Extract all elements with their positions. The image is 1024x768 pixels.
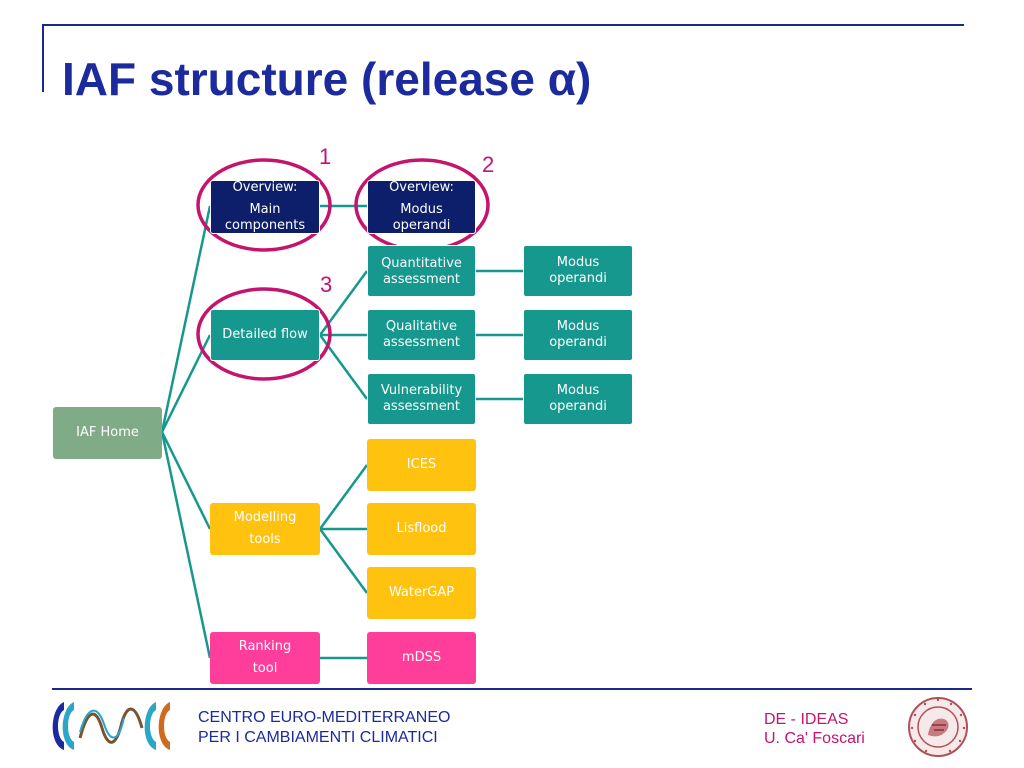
university-seal-icon bbox=[908, 697, 968, 757]
node-lisflood[interactable]: Lisflood bbox=[367, 503, 476, 555]
footer-affiliation: DE - IDEAS U. Ca' Foscari bbox=[764, 710, 865, 748]
node-ranking-line2: tool bbox=[252, 661, 278, 676]
node-modus-operandi-vulnerability[interactable]: Modus operandi bbox=[523, 373, 633, 425]
connector-home-modelling bbox=[160, 431, 212, 530]
highlight-ellipse-3 bbox=[196, 287, 332, 381]
node-overview-main-line2: Main components bbox=[224, 202, 306, 233]
node-modus-3-label: Modus operandi bbox=[549, 383, 607, 414]
annotation-2: 2 bbox=[482, 152, 495, 177]
node-lisflood-label: Lisflood bbox=[396, 521, 447, 536]
node-vulnerability-label: Vulnerability assessment bbox=[380, 383, 463, 414]
node-iaf-home-label: IAF Home bbox=[76, 425, 139, 440]
node-overview-modus-line1: Overview: bbox=[389, 180, 454, 195]
connector-modelling-watergap bbox=[318, 528, 369, 594]
footer-institution-line2: PER I CAMBIAMENTI CLIMATICI bbox=[198, 729, 438, 746]
node-watergap-label: WaterGAP bbox=[388, 585, 455, 600]
node-modelling-line2: tools bbox=[249, 532, 281, 547]
connector-modelling-ices bbox=[318, 464, 369, 530]
node-overview-main-line1: Overview: bbox=[232, 180, 298, 195]
node-qualitative-label: Qualitative assessment bbox=[382, 319, 461, 350]
node-ranking-tool[interactable]: Ranking tool bbox=[210, 632, 320, 684]
slide-top-rule bbox=[42, 24, 964, 26]
node-quantitative-assessment[interactable]: Quantitative assessment bbox=[367, 245, 476, 297]
footer-institution: CENTRO EURO-MEDITERRANEO PER I CAMBIAMEN… bbox=[198, 708, 450, 748]
node-qualitative-assessment[interactable]: Qualitative assessment bbox=[367, 309, 476, 361]
node-modelling-line1: Modelling bbox=[233, 510, 297, 525]
footer-rule bbox=[52, 688, 972, 690]
page-title: IAF structure (release α) bbox=[62, 53, 592, 105]
node-vulnerability-assessment[interactable]: Vulnerability assessment bbox=[367, 373, 476, 425]
connector-home-ranking bbox=[160, 431, 212, 659]
cmcc-logo-icon bbox=[52, 702, 170, 750]
node-watergap[interactable]: WaterGAP bbox=[367, 567, 476, 619]
footer-affiliation-line2: U. Ca' Foscari bbox=[764, 730, 865, 747]
slide-left-rule bbox=[42, 24, 44, 92]
node-modelling-tools[interactable]: Modelling tools bbox=[210, 503, 320, 555]
node-mdss[interactable]: mDSS bbox=[367, 632, 476, 684]
node-modus-operandi-qualitative[interactable]: Modus operandi bbox=[523, 309, 633, 361]
footer-institution-line1: CENTRO EURO-MEDITERRANEO bbox=[198, 709, 451, 726]
node-overview-main-components[interactable]: Overview: Main components bbox=[210, 180, 320, 234]
node-detailed-flow[interactable]: Detailed flow bbox=[210, 309, 320, 361]
footer-affiliation-line1: DE - IDEAS bbox=[764, 711, 849, 728]
annotation-1: 1 bbox=[319, 144, 332, 169]
connector-home-overview bbox=[160, 205, 212, 433]
annotation-3: 3 bbox=[320, 272, 333, 297]
node-detailed-flow-label: Detailed flow bbox=[222, 327, 308, 342]
node-iaf-home[interactable]: IAF Home bbox=[53, 407, 162, 459]
node-quantitative-label: Quantitative assessment bbox=[381, 256, 462, 287]
node-overview-modus-operandi[interactable]: Overview: Modus operandi bbox=[367, 180, 476, 234]
node-modus-operandi-quantitative[interactable]: Modus operandi bbox=[523, 245, 633, 297]
node-mdss-label: mDSS bbox=[401, 650, 442, 665]
node-modus-1-label: Modus operandi bbox=[549, 255, 607, 286]
node-overview-modus-line2: Modus operandi bbox=[392, 202, 451, 233]
highlight-ellipse-1 bbox=[196, 158, 332, 252]
node-ices-label: ICES bbox=[406, 457, 437, 472]
node-ranking-line1: Ranking bbox=[238, 639, 292, 654]
node-modus-2-label: Modus operandi bbox=[549, 319, 607, 350]
node-ices[interactable]: ICES bbox=[367, 439, 476, 491]
